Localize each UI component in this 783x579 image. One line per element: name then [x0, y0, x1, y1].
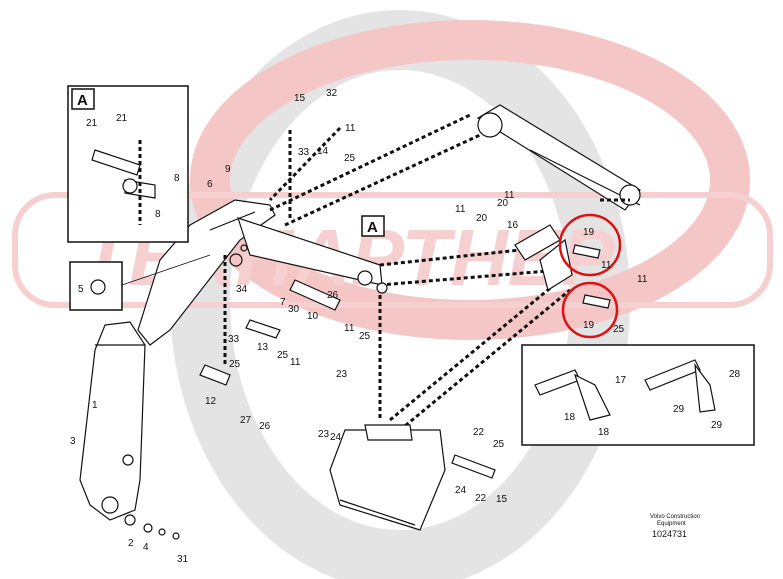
callout-24: 24: [455, 485, 467, 496]
callout-12: 12: [205, 396, 217, 407]
callout-26: 26: [327, 290, 339, 301]
bucket: [329, 424, 446, 531]
pins: [124, 244, 611, 540]
callout-31: 31: [177, 554, 189, 565]
callout-8: 8: [174, 173, 180, 184]
callout-16: 16: [507, 220, 519, 231]
connection-lines: [138, 113, 630, 432]
callout-25: 25: [493, 439, 505, 450]
callout-11: 11: [290, 357, 301, 368]
detail-label-a: A: [77, 92, 88, 109]
callout-1: 1: [92, 400, 98, 411]
callout-13: 13: [257, 342, 269, 353]
callout-25: 25: [344, 153, 356, 164]
callout-5: 5: [78, 284, 84, 295]
callout-15: 15: [496, 494, 508, 505]
hydraulic-cylinder: [476, 104, 641, 211]
callout-9: 9: [225, 164, 231, 175]
arm: [79, 217, 383, 521]
footer-company-line2: Equipment: [657, 521, 686, 527]
callout-4: 4: [143, 542, 149, 553]
callout-22: 22: [473, 427, 485, 438]
callout-23: 23: [336, 369, 348, 380]
callout-11: 11: [504, 190, 515, 201]
callout-27: 27: [240, 415, 252, 426]
callout-29: 29: [711, 420, 723, 431]
callout-20: 20: [476, 213, 488, 224]
callout-18: 18: [564, 412, 576, 423]
detail-callout-a: A: [361, 215, 385, 237]
callout-29: 29: [673, 404, 685, 415]
callout-11: 11: [455, 204, 466, 215]
callout-25: 25: [277, 350, 289, 361]
callout-33: 33: [298, 147, 310, 158]
callout-6: 6: [207, 179, 213, 190]
callout-8: 8: [155, 209, 161, 220]
callout-11: 11: [637, 274, 648, 285]
footer-figure-number: 1024731: [652, 529, 687, 539]
callout-11: 11: [345, 123, 356, 134]
callout-19: 19: [583, 227, 595, 238]
callout-25: 25: [229, 359, 241, 370]
callout-33: 33: [228, 334, 240, 345]
callout-24: 24: [330, 432, 342, 443]
callout-25: 25: [359, 331, 371, 342]
callout-3: 3: [70, 436, 76, 447]
callout-21: 21: [86, 118, 98, 129]
callout-7: 7: [280, 297, 286, 308]
callout-30: 30: [288, 304, 300, 315]
detail-box-a: A: [67, 85, 189, 243]
callout-15: 15: [294, 93, 306, 104]
callout-18: 18: [598, 427, 610, 438]
detail-box-links: [521, 344, 755, 446]
callout-25: 25: [613, 324, 625, 335]
callout-17: 17: [615, 375, 627, 386]
detail-callout-label: A: [367, 219, 378, 236]
callout-20: 20: [497, 198, 509, 209]
callout-22: 22: [475, 493, 487, 504]
callout-34: 34: [236, 284, 248, 295]
highlight-circles: [558, 213, 622, 339]
callout-10: 10: [307, 311, 319, 322]
callout-23: 23: [318, 429, 330, 440]
boom: [137, 199, 276, 346]
callout-2: 2: [128, 538, 134, 549]
callout-21: 21: [116, 113, 128, 124]
callout-11: 11: [344, 323, 355, 334]
callout-19: 19: [583, 320, 595, 331]
callout-14: 14: [317, 146, 329, 157]
footer: Volvo Construction Equipment 1024731: [650, 514, 700, 539]
callout-11: 11: [601, 260, 612, 271]
callout-28: 28: [729, 369, 741, 380]
seal-box: [69, 254, 211, 311]
callout-26: 26: [259, 421, 271, 432]
callout-32: 32: [326, 88, 338, 99]
footer-company-line1: Volvo Construction: [650, 514, 700, 520]
